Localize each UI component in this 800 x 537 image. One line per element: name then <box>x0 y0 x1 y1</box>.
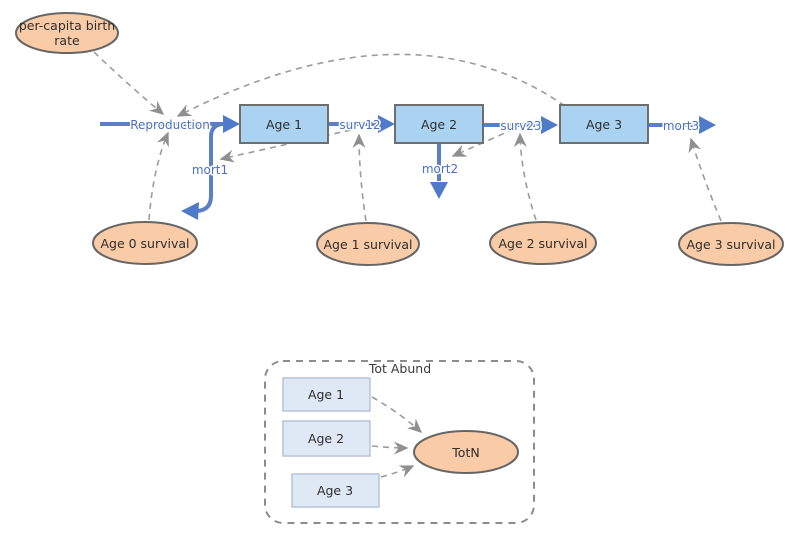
flow-surv12-label: surv12 <box>339 118 380 132</box>
flow-labels: Reproduction surv12 surv23 mort3 mort1 m… <box>129 117 701 179</box>
link-ghost-age-2-to-totn[interactable] <box>371 441 409 455</box>
ghost-stock-age-3-label: Age 3 <box>317 483 353 498</box>
stock-age-2[interactable] <box>394 104 484 144</box>
variable-age-2-survival[interactable] <box>489 221 597 265</box>
variable-age-2-survival-label: Age 2 survival <box>498 236 587 251</box>
variables: per-capita birth rate Age 0 survival Age… <box>15 12 784 266</box>
link-age-0-survival-to-reproduction[interactable] <box>148 131 169 221</box>
link-ghost-age-1-to-totn[interactable] <box>371 396 423 433</box>
flow-mort3-label: mort3 <box>663 119 699 133</box>
ghost-stock-age-3[interactable] <box>291 473 380 508</box>
flow-mort3-arrowhead[interactable] <box>699 116 716 134</box>
variable-totn-label: TotN <box>451 445 479 460</box>
flow-mort1-label: mort1 <box>192 163 228 177</box>
stock-age-2-label: Age 2 <box>421 117 457 132</box>
variable-age-1-survival[interactable] <box>316 222 420 266</box>
flow-mort1-arrowhead[interactable] <box>181 202 199 220</box>
variable-age-1-survival-label: Age 1 survival <box>323 237 412 252</box>
ghost-stock-age-1-label: Age 1 <box>308 387 344 402</box>
flow-mort1-pipe[interactable] <box>196 122 225 213</box>
stock-age-1-label: Age 1 <box>266 117 302 132</box>
flow-surv23-label: surv23 <box>500 119 541 133</box>
variable-totn[interactable] <box>413 430 519 474</box>
flow-reproduction-arrowhead[interactable] <box>223 115 240 133</box>
flow-mort2-arrowhead[interactable] <box>430 182 448 199</box>
link-surv12-to-mort1[interactable] <box>219 129 352 163</box>
variable-per-capita-birth-rate[interactable] <box>15 12 119 54</box>
flow-mort2-label: mort2 <box>422 162 458 176</box>
link-age-2-survival-to-surv23[interactable] <box>513 132 537 221</box>
ghost-stock-age-1[interactable] <box>282 377 371 412</box>
stocks: Age 1 Age 2 Age 3 <box>239 104 649 144</box>
variable-age-3-survival[interactable] <box>678 222 784 266</box>
ghost-stock-age-2[interactable] <box>282 420 371 457</box>
stock-age-1[interactable] <box>239 104 329 144</box>
influence-links <box>93 51 722 222</box>
stock-age-3[interactable] <box>559 104 649 144</box>
variable-per-capita-birth-rate-label-line2: rate <box>54 33 80 48</box>
variable-age-3-survival-label: Age 3 survival <box>686 237 775 252</box>
link-age-3-survival-to-mort3[interactable] <box>688 137 722 222</box>
stock-age-3-label: Age 3 <box>586 117 622 132</box>
variable-per-capita-birth-rate-label-line1: per-capita birth <box>19 18 115 33</box>
variable-age-0-survival-label: Age 0 survival <box>100 236 189 251</box>
tot-abund-group-title: Tot Abund <box>368 361 431 376</box>
ghost-stock-age-2-label: Age 2 <box>308 431 344 446</box>
link-ghost-age-3-to-totn[interactable] <box>380 465 415 478</box>
link-age-3-to-reproduction-arc[interactable] <box>176 53 566 117</box>
tot-abund-group: Tot Abund Age 1 Age 2 Age 3 TotN <box>264 360 535 524</box>
flows <box>100 115 716 220</box>
flow-reproduction-label: Reproduction <box>130 118 210 132</box>
link-per-capita-birth-rate-to-reproduction[interactable] <box>93 51 165 115</box>
variable-age-0-survival[interactable] <box>92 221 198 265</box>
link-age-1-survival-to-surv12[interactable] <box>352 133 367 222</box>
flow-surv12-arrowhead[interactable] <box>378 115 395 133</box>
flow-surv23-arrowhead[interactable] <box>541 116 558 134</box>
